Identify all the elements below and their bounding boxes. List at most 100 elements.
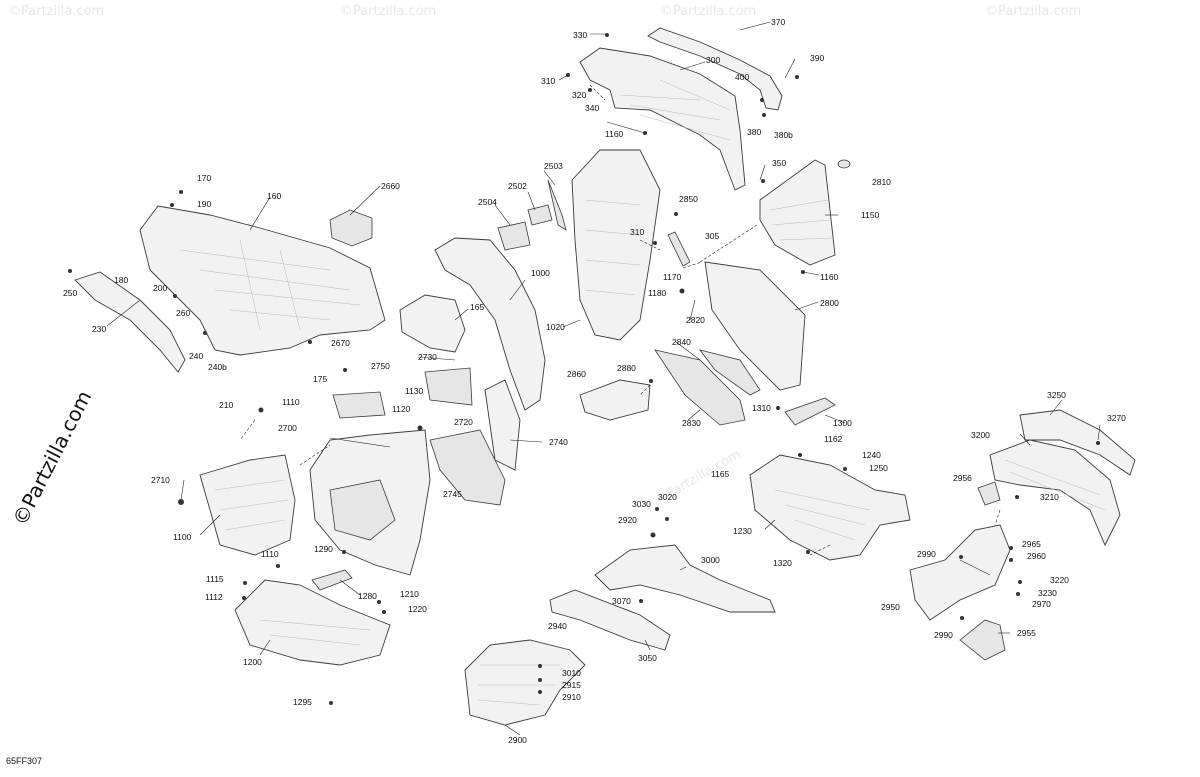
callout-2720[interactable]: 2720 (454, 417, 473, 427)
callout-1280[interactable]: 1280 (358, 591, 377, 601)
callout-2900[interactable]: 2900 (508, 735, 527, 745)
callout-230[interactable]: 230 (92, 324, 107, 334)
callout-1295[interactable]: 1295 (293, 697, 312, 707)
callout-330[interactable]: 330 (573, 30, 588, 40)
callout-2745[interactable]: 2745 (443, 489, 462, 499)
callout-1115[interactable]: 1115 (206, 574, 224, 584)
callout-3220[interactable]: 3220 (1050, 575, 1069, 585)
callout-320[interactable]: 320 (572, 90, 587, 100)
callout-2750[interactable]: 2750 (371, 361, 390, 371)
part-1200-floor (234, 579, 391, 666)
callout-1112[interactable]: 1112 (205, 592, 223, 602)
callout-1165[interactable]: 1165 (711, 469, 730, 479)
callout-2910[interactable]: 2910 (562, 692, 581, 702)
callout-2990[interactable]: 2990 (917, 549, 936, 559)
callout-165[interactable]: 165 (470, 302, 485, 312)
callout-2940[interactable]: 2940 (548, 621, 567, 631)
callout-2920[interactable]: 2920 (618, 515, 637, 525)
callout-1250[interactable]: 1250 (869, 463, 888, 473)
callout-350[interactable]: 350 (772, 158, 787, 168)
callout-2850[interactable]: 2850 (679, 194, 698, 204)
callout-2970[interactable]: 2970 (1032, 599, 1051, 609)
callout-2965[interactable]: 2965 (1022, 539, 1041, 549)
callout-370[interactable]: 370 (771, 17, 786, 27)
callout-3070[interactable]: 3070 (612, 596, 631, 606)
callout-300[interactable]: 300 (706, 55, 721, 65)
callout-3030[interactable]: 3030 (632, 499, 651, 509)
callout-2740[interactable]: 2740 (549, 437, 568, 447)
callout-160[interactable]: 160 (267, 191, 282, 201)
callout-3210[interactable]: 3210 (1040, 492, 1059, 502)
callout-1110[interactable]: 1110 (282, 397, 300, 407)
callout-1320[interactable]: 1320 (773, 558, 792, 568)
callout-2955[interactable]: 2955 (1017, 628, 1036, 638)
callout-190[interactable]: 190 (197, 199, 212, 209)
callout-305[interactable]: 305 (705, 231, 720, 241)
callout-180[interactable]: 180 (114, 275, 129, 285)
callout-1300[interactable]: 1300 (833, 418, 852, 428)
callout-175[interactable]: 175 (313, 374, 328, 384)
callout-3010[interactable]: 3010 (562, 668, 581, 678)
callout-1200[interactable]: 1200 (243, 657, 262, 667)
callout-240[interactable]: 240 (189, 351, 204, 361)
callout-2810[interactable]: 2810 (872, 177, 891, 187)
callout-310b[interactable]: 310 (630, 227, 645, 237)
callout-380[interactable]: 380 (747, 127, 762, 137)
callout-3020[interactable]: 3020 (658, 492, 677, 502)
callout-400[interactable]: 400 (735, 72, 750, 82)
callout-3200[interactable]: 3200 (971, 430, 990, 440)
callout-1130[interactable]: 1130 (405, 386, 424, 396)
callout-2990b[interactable]: 2990 (934, 630, 953, 640)
callout-2503[interactable]: 2503 (544, 161, 563, 171)
callout-1120[interactable]: 1120 (392, 404, 411, 414)
callout-200[interactable]: 200 (153, 283, 168, 293)
callout-3270[interactable]: 3270 (1107, 413, 1126, 423)
callout-2700[interactable]: 2700 (278, 423, 297, 433)
callout-1150[interactable]: 1150 (861, 210, 880, 220)
callout-310[interactable]: 310 (541, 76, 556, 86)
callout-2820[interactable]: 2820 (686, 315, 705, 325)
callout-1310[interactable]: 1310 (752, 403, 771, 413)
callout-2502[interactable]: 2502 (508, 181, 527, 191)
callout-240b[interactable]: 240b (208, 362, 227, 372)
callout-1020[interactable]: 1020 (546, 322, 565, 332)
callout-2800[interactable]: 2800 (820, 298, 839, 308)
callout-1100[interactable]: 1100 (173, 532, 192, 542)
callout-1210[interactable]: 1210 (400, 589, 419, 599)
callout-2660[interactable]: 2660 (381, 181, 400, 191)
callout-1170[interactable]: 1170 (663, 272, 682, 282)
callout-1160[interactable]: 1160 (605, 129, 624, 139)
callout-3050[interactable]: 3050 (638, 653, 657, 663)
callout-250[interactable]: 250 (63, 288, 78, 298)
callout-1160b[interactable]: 1160 (820, 272, 839, 282)
callout-2860[interactable]: 2860 (567, 369, 586, 379)
callout-3000[interactable]: 3000 (701, 555, 720, 565)
callout-2730[interactable]: 2730 (418, 352, 437, 362)
callout-1240[interactable]: 1240 (862, 450, 881, 460)
callout-2915[interactable]: 2915 (562, 680, 581, 690)
callout-1162[interactable]: 1162 (824, 434, 843, 444)
callout-2956[interactable]: 2956 (953, 473, 972, 483)
callout-1220[interactable]: 1220 (408, 604, 427, 614)
callout-1180[interactable]: 1180 (648, 288, 667, 298)
callout-1110b[interactable]: 1110 (261, 549, 279, 559)
callout-2830[interactable]: 2830 (682, 418, 701, 428)
callout-390[interactable]: 390 (810, 53, 825, 63)
callout-380b[interactable]: 380b (774, 130, 793, 140)
callout-2880[interactable]: 2880 (617, 363, 636, 373)
callout-260[interactable]: 260 (176, 308, 191, 318)
callout-2960[interactable]: 2960 (1027, 551, 1046, 561)
callout-2950[interactable]: 2950 (881, 602, 900, 612)
callout-3250[interactable]: 3250 (1047, 390, 1066, 400)
callout-2840[interactable]: 2840 (672, 337, 691, 347)
callout-170[interactable]: 170 (197, 173, 212, 183)
callout-2710[interactable]: 2710 (151, 475, 170, 485)
callout-2670[interactable]: 2670 (331, 338, 350, 348)
callout-1000[interactable]: 1000 (531, 268, 550, 278)
callout-1290[interactable]: 1290 (314, 544, 333, 554)
callout-210[interactable]: 210 (219, 400, 234, 410)
callout-1230[interactable]: 1230 (733, 526, 752, 536)
callout-340[interactable]: 340 (585, 103, 600, 113)
callout-3230[interactable]: 3230 (1038, 588, 1057, 598)
callout-2504[interactable]: 2504 (478, 197, 497, 207)
